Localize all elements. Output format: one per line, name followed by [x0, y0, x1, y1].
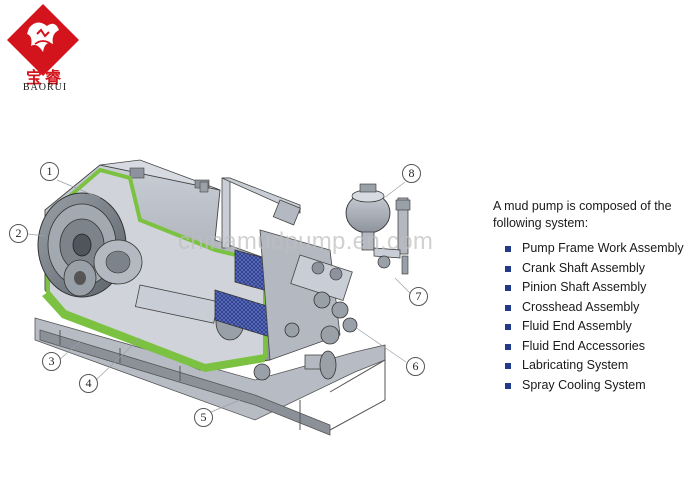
list-item: Labricating System	[505, 356, 700, 376]
callout-3: 3	[42, 352, 61, 371]
pulsation-dampener	[345, 183, 411, 275]
bullet-icon	[505, 304, 511, 311]
callout-4: 4	[79, 374, 98, 393]
logo-english-name: BAORUI	[22, 82, 68, 93]
list-item-label: Crosshead Assembly	[522, 299, 640, 314]
bullet-icon	[505, 285, 511, 291]
watermark-text: chinamudpump.en.com	[178, 228, 434, 255]
list-item: Spray Cooling System	[505, 376, 700, 396]
component-list: Pump Frame Work Assembly Crank Shaft Ass…	[493, 239, 700, 395]
callout-7: 7	[409, 287, 428, 306]
logo-chinese-name: 宝睿	[25, 68, 64, 87]
list-item: Fluid End Accessories	[505, 337, 700, 357]
list-item-label: Pump Frame Work Assembly	[522, 241, 684, 255]
callout-5: 5	[194, 408, 213, 427]
bullet-icon	[505, 343, 511, 350]
baorui-logo: 宝睿 BAORUI	[0, 0, 90, 95]
list-item: Crosshead Assembly	[505, 298, 700, 318]
callout-6: 6	[406, 357, 425, 376]
component-description: A mud pump is composed of the following …	[493, 198, 700, 395]
baorui-logo-emblem	[7, 4, 79, 76]
list-item-label: Labricating System	[522, 358, 629, 372]
bullet-icon	[505, 246, 511, 252]
list-item-label: Spray Cooling System	[522, 377, 646, 392]
intro-text: A mud pump is composed of the following …	[493, 199, 672, 230]
list-item: Pinion Shaft Assembly	[505, 278, 700, 298]
leader-lines	[27, 179, 411, 413]
list-item: Pump Frame Work Assembly	[505, 239, 700, 259]
list-item-label: Pinion Shaft Assembly	[522, 280, 647, 294]
list-item-label: Fluid End Accessories	[522, 338, 645, 353]
list-item: Crank Shaft Assembly	[505, 259, 700, 279]
bullet-icon	[505, 363, 511, 369]
callout-8: 8	[402, 164, 421, 183]
list-item: Fluid End Assembly	[505, 317, 700, 337]
callout-1: 1	[40, 162, 59, 181]
bullet-icon	[505, 382, 511, 389]
bullet-icon	[505, 265, 511, 272]
list-item-label: Fluid End Assembly	[522, 319, 632, 333]
bullet-icon	[505, 324, 511, 330]
list-item-label: Crank Shaft Assembly	[522, 260, 645, 275]
fluid-end	[214, 229, 358, 380]
callout-2: 2	[9, 224, 28, 243]
discharge-pipe	[199, 177, 301, 249]
mud-pump-diagram	[27, 159, 411, 436]
